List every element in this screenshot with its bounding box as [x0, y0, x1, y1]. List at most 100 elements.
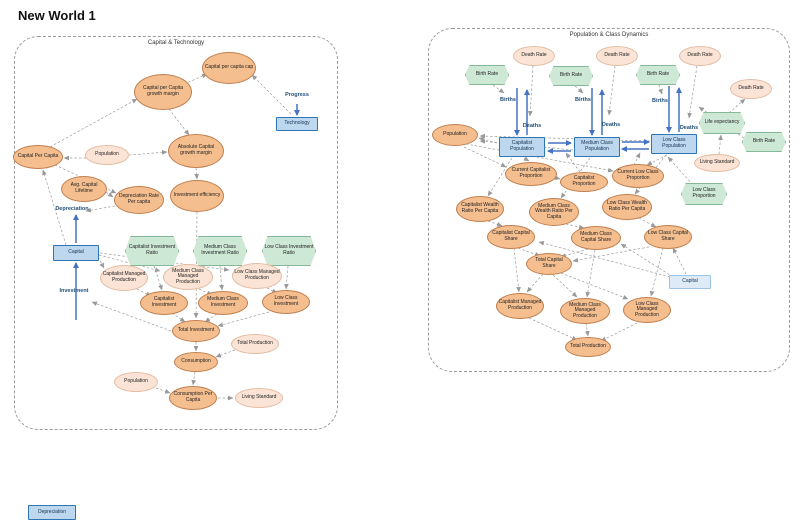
node-label: Death Rate — [521, 52, 547, 59]
param-low-class-investment-ratio[interactable]: Low Class Investment Ratio — [262, 236, 316, 266]
node-label: Capitalist Investment Ratio — [128, 244, 176, 256]
node-population-shadow-top[interactable]: Population — [85, 145, 129, 165]
node-low-class-managed-production-shadow[interactable]: Low Class Managed Production — [232, 263, 282, 289]
node-population-shadow-bottom[interactable]: Population — [114, 372, 158, 392]
node-label: Population — [443, 131, 467, 138]
param-birth-rate-2[interactable]: Birth Rate — [549, 66, 593, 86]
node-capital-shadow[interactable]: Capital — [669, 275, 711, 289]
param-birth-rate-right[interactable]: Birth Rate — [742, 132, 786, 152]
node-label: Low Class Population — [662, 137, 686, 149]
flow-label-progress: Progress — [285, 92, 309, 98]
stock-technology[interactable]: Technology — [276, 117, 318, 131]
stock-low-class-population[interactable]: Low Class Population — [651, 134, 697, 154]
node-depreciation-rate-per-capita[interactable]: Depreciation Rate Per capita — [114, 186, 164, 214]
node-capital-per-capita-growth-margin[interactable]: Capital per Capita growth margin — [134, 74, 192, 110]
node-medium-class-capital-share[interactable]: Medium Class Capital Share — [571, 226, 621, 250]
node-medium-class-wealth-ratio[interactable]: Medium Class Wealth Ratio Per Capita — [529, 198, 579, 226]
node-medium-class-managed-production[interactable]: Medium Class Managed Production — [560, 298, 610, 324]
node-label: Total Production — [570, 343, 606, 350]
node-low-class-managed-production[interactable]: Low Class Managed Production — [623, 297, 671, 323]
node-consumption[interactable]: Consumption — [174, 352, 218, 372]
node-label: Medium Class Investment — [207, 296, 239, 308]
node-total-production-shadow[interactable]: Total Production — [231, 334, 279, 354]
node-low-class-capital-share[interactable]: Low Class Capital Share — [644, 225, 692, 249]
param-birth-rate-3[interactable]: Birth Rate — [636, 65, 680, 85]
node-population[interactable]: Population — [432, 124, 478, 146]
node-capital-per-capita[interactable]: Capital Per Capita — [13, 145, 63, 169]
node-label: Capitalist Population — [510, 140, 534, 152]
node-avg-capital-lifetime[interactable]: Avg. Capital Lifetime — [61, 176, 107, 202]
flow-label-deaths-3: Deaths — [679, 125, 699, 131]
node-label: Capital — [682, 278, 698, 285]
legend-depreciation-box[interactable]: Depreciation — [28, 505, 76, 520]
node-capitalist-managed-production[interactable]: Capitalist Managed Production — [496, 293, 544, 319]
node-consumption-per-capita[interactable]: Consumption Per Capita — [169, 386, 217, 410]
node-label: Population — [124, 378, 148, 385]
node-capital-per-capita-cap[interactable]: Capital per capita cap — [202, 52, 256, 84]
node-label: Population — [95, 151, 119, 158]
node-label: Low Class Wealth Ratio Per Capita — [607, 200, 647, 212]
node-capitalist-proportion[interactable]: Capitalist Proportion — [560, 172, 608, 192]
node-capitalist-investment[interactable]: Capitalist Investment — [140, 291, 188, 315]
flow-label-births-3: Births — [652, 98, 668, 104]
node-label: Capital per Capita growth margin — [142, 85, 184, 97]
node-absolute-capital-growth-margin[interactable]: Absolute Capital growth margin — [168, 134, 224, 168]
node-low-class-investment[interactable]: Low Class Investment — [262, 290, 310, 314]
param-birth-rate-1[interactable]: Birth Rate — [465, 65, 509, 85]
flow-label-deaths-1: Deaths — [522, 123, 542, 129]
param-low-class-proportion[interactable]: Low Class Proportion — [681, 183, 727, 205]
node-label: Medium Class Wealth Ratio Per Capita — [535, 202, 573, 220]
node-living-standard-shadow[interactable]: Living Standard — [235, 388, 283, 408]
node-label: Birth Rate — [475, 71, 499, 78]
node-label: Birth Rate — [752, 138, 776, 145]
cluster-title-capital-technology: Capital & Technology — [147, 40, 205, 46]
node-label: Capitalist Capital Share — [492, 230, 530, 242]
param-medium-class-investment-ratio[interactable]: Medium Class Investment Ratio — [193, 236, 247, 266]
stock-capital[interactable]: Capital — [53, 245, 99, 261]
node-label: Living Standard — [241, 394, 277, 401]
node-capitalist-managed-production-shadow[interactable]: Capitalist Managed Production — [100, 265, 148, 291]
cluster-capital-technology: Capital & Technology — [14, 36, 338, 430]
node-death-rate-1[interactable]: Death Rate — [513, 46, 555, 66]
stock-capitalist-population[interactable]: Capitalist Population — [499, 137, 545, 157]
flow-label-depreciation: Depreciation — [55, 206, 89, 212]
node-capitalist-capital-share[interactable]: Capitalist Capital Share — [487, 225, 535, 249]
node-label: Capitalist Wealth Ratio Per Capita — [461, 202, 499, 214]
node-death-rate-2[interactable]: Death Rate — [596, 46, 638, 66]
node-label: Medium Class Investment Ratio — [201, 244, 239, 256]
node-death-rate-right[interactable]: Death Rate — [730, 79, 772, 99]
node-low-class-wealth-ratio[interactable]: Low Class Wealth Ratio Per Capita — [602, 194, 652, 220]
node-label: Depreciation Rate Per capita — [118, 193, 160, 205]
node-label: Avg. Capital Lifetime — [70, 182, 98, 194]
node-investment-efficiency[interactable]: Investment efficiency — [170, 180, 224, 212]
stock-medium-class-population[interactable]: Medium Class Population — [574, 137, 620, 157]
node-label: Capitalist Managed Production — [102, 271, 146, 283]
param-capitalist-investment-ratio[interactable]: Capitalist Investment Ratio — [125, 236, 179, 266]
node-label: Total Capital Share — [535, 257, 563, 269]
node-total-production[interactable]: Total Production — [565, 337, 611, 357]
param-life-expectancy[interactable]: Life expectancy — [699, 112, 745, 134]
node-label: Life expectancy — [704, 119, 740, 126]
node-label: Current Low Class Proportion — [617, 169, 659, 181]
cluster-population-class-dynamics: Population & Class Dynamics — [428, 28, 790, 372]
node-label: Living Standard — [699, 159, 735, 166]
node-capitalist-wealth-ratio[interactable]: Capitalist Wealth Ratio Per Capita — [456, 196, 504, 222]
node-total-capital-share[interactable]: Total Capital Share — [526, 253, 572, 275]
node-current-capitalist-proportion[interactable]: Current Capitalist Proportion — [505, 162, 557, 186]
node-medium-class-investment[interactable]: Medium Class Investment — [198, 291, 248, 315]
node-label: Absolute Capital growth margin — [177, 144, 215, 156]
node-label: Medium Class Managed Production — [172, 267, 204, 285]
flow-label-births-2: Births — [575, 97, 591, 103]
node-label: Capital — [68, 249, 84, 256]
node-label: Total Production — [237, 340, 273, 347]
node-living-standard-shadow-right[interactable]: Living Standard — [694, 154, 740, 172]
node-label: Technology — [284, 120, 310, 127]
node-total-investment[interactable]: Total Investment — [172, 320, 220, 342]
node-death-rate-3[interactable]: Death Rate — [679, 46, 721, 66]
node-label: Capital Per Capita — [17, 153, 59, 160]
node-label: Low Class Investment — [273, 295, 299, 307]
node-current-low-class-proportion[interactable]: Current Low Class Proportion — [612, 164, 664, 188]
node-medium-class-managed-production-shadow[interactable]: Medium Class Managed Production — [163, 264, 213, 290]
node-label: Medium Class Population — [581, 140, 613, 152]
